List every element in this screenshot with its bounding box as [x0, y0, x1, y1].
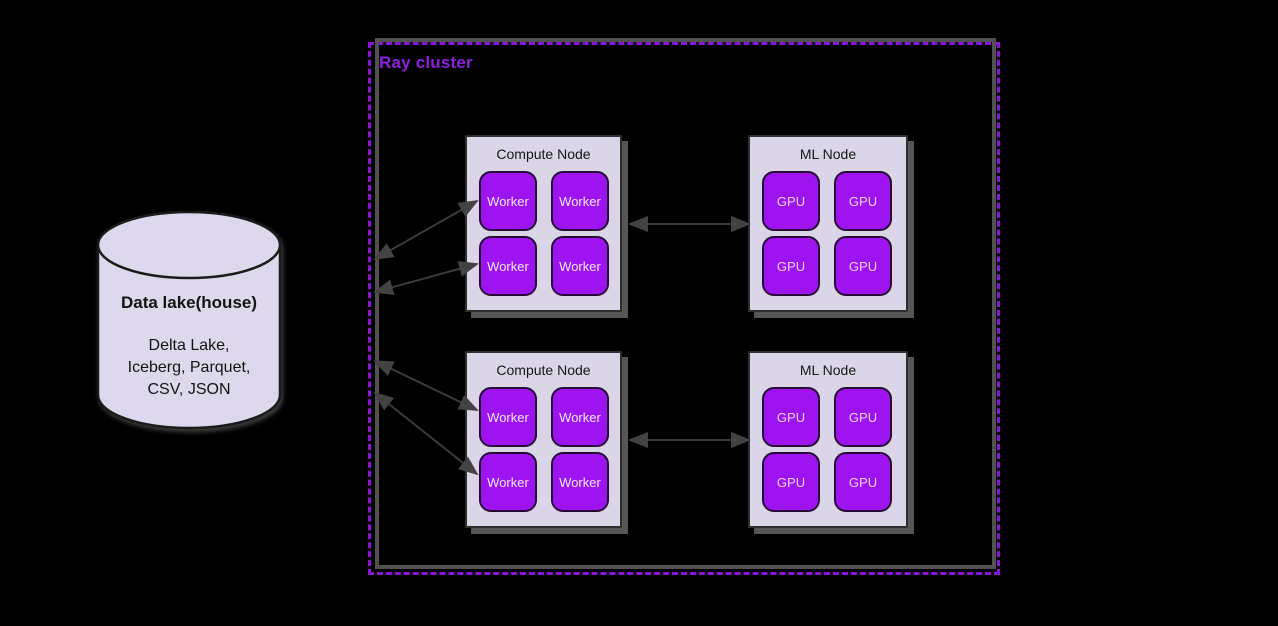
- data-lake-formats-line: Iceberg, Parquet,: [127, 359, 251, 376]
- gpu-chip: GPU: [762, 387, 820, 447]
- ray-cluster-box: Ray cluster Compute Node Worker Worker W…: [368, 38, 1000, 575]
- worker-chip: Worker: [551, 387, 609, 447]
- gpu-chip: GPU: [762, 236, 820, 296]
- gpu-chip: GPU: [834, 236, 892, 296]
- ray-cluster-label: Ray cluster: [379, 53, 473, 72]
- compute-node-top: Compute Node Worker Worker Worker Worker: [465, 135, 622, 312]
- worker-chip: Worker: [479, 236, 537, 296]
- worker-chip: Worker: [479, 171, 537, 231]
- data-lake-cylinder: Data lake(house) Delta Lake, Iceberg, Pa…: [95, 209, 283, 431]
- data-lake-formats-line: CSV, JSON: [147, 381, 231, 398]
- node-title: ML Node: [799, 146, 857, 162]
- worker-chip: Worker: [479, 452, 537, 512]
- gpu-chip: GPU: [762, 452, 820, 512]
- worker-chip: Worker: [551, 236, 609, 296]
- data-lake-title: Data lake(house): [120, 293, 258, 312]
- gpu-chip: GPU: [834, 171, 892, 231]
- ml-node-bottom: ML Node GPU GPU GPU GPU: [748, 351, 908, 528]
- ml-node-top: ML Node GPU GPU GPU GPU: [748, 135, 908, 312]
- gpu-chip: GPU: [762, 171, 820, 231]
- node-title: Compute Node: [496, 146, 591, 162]
- worker-chip: Worker: [479, 387, 537, 447]
- worker-chip: Worker: [551, 171, 609, 231]
- node-title: Compute Node: [496, 362, 591, 378]
- ray-cluster-shadow: [375, 38, 996, 569]
- gpu-chip: GPU: [834, 452, 892, 512]
- cylinder-shape: [96, 210, 282, 430]
- compute-node-bottom: Compute Node Worker Worker Worker Worker: [465, 351, 622, 528]
- gpu-chip: GPU: [834, 387, 892, 447]
- worker-chip: Worker: [551, 452, 609, 512]
- data-lake-formats-line: Delta Lake,: [148, 337, 230, 354]
- node-title: ML Node: [799, 362, 857, 378]
